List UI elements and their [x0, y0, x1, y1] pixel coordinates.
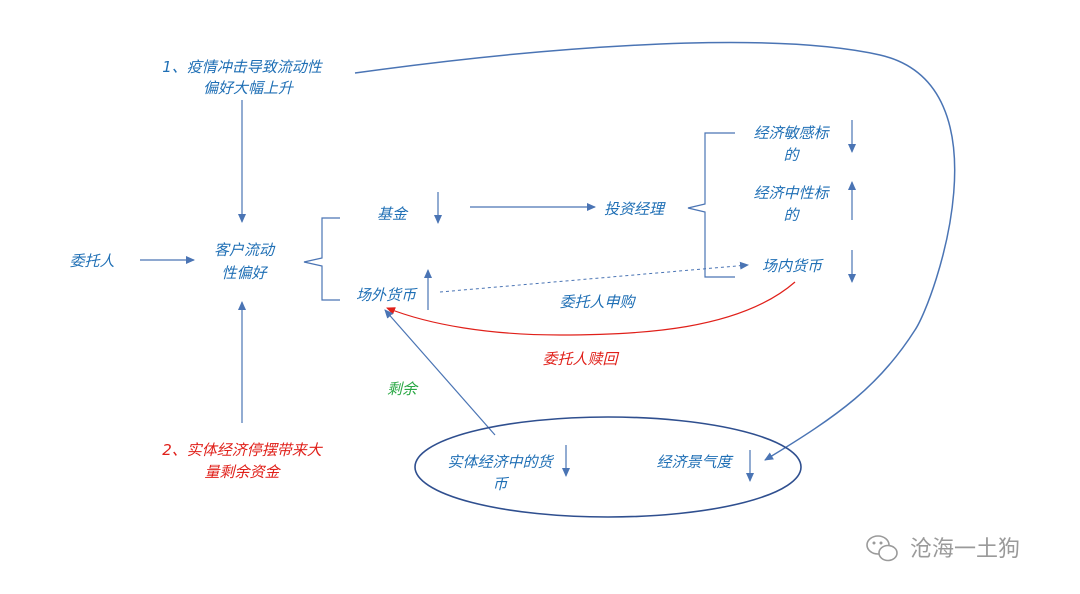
- feedback-loop-curve: [354, 41, 956, 461]
- surplus-label: 剩余: [387, 380, 419, 398]
- fund-label: 基金: [377, 205, 409, 223]
- redemption-curve: [386, 281, 796, 336]
- investment-manager-label: 投资经理: [604, 200, 666, 218]
- onfloor-money-label: 场内货币: [762, 257, 824, 275]
- client-pref-line1: 客户流动: [214, 241, 276, 259]
- sensitive-label-line1: 经济敏感标: [753, 124, 830, 142]
- business-climate-label: 经济景气度: [656, 453, 733, 471]
- subscription-dotted-line: [439, 261, 749, 293]
- sensitive-label-line2: 的: [783, 146, 800, 164]
- neutral-label-line2: 的: [783, 206, 800, 224]
- pandemic-label-line1: 1、疫情冲击导致流动性: [162, 58, 324, 76]
- brace-manager: [687, 132, 735, 278]
- brace-client: [303, 217, 340, 301]
- principal-redeem-label: 委托人赎回: [542, 350, 619, 368]
- otc-money-label: 场外货币: [356, 286, 418, 304]
- money-in-real-line1: 实体经济中的货: [447, 453, 554, 471]
- principal-label: 委托人: [69, 252, 114, 270]
- neutral-label-line1: 经济中性标: [753, 184, 830, 202]
- pandemic-label-line2: 偏好大幅上升: [203, 79, 294, 97]
- watermark-text: 沧海一土狗: [910, 537, 1020, 562]
- surplus-arrow: [384, 309, 496, 436]
- wechat-icon: [866, 535, 898, 562]
- principal-subscribe-label: 委托人申购: [559, 293, 636, 311]
- real-economy-ellipse: [414, 416, 802, 518]
- real-econ-label-line1: 2、实体经济停摆带来大: [162, 441, 324, 459]
- client-pref-line2: 性偏好: [221, 264, 268, 282]
- real-econ-label-line2: 量剩余资金: [204, 463, 281, 481]
- money-in-real-line2: 币: [492, 475, 509, 493]
